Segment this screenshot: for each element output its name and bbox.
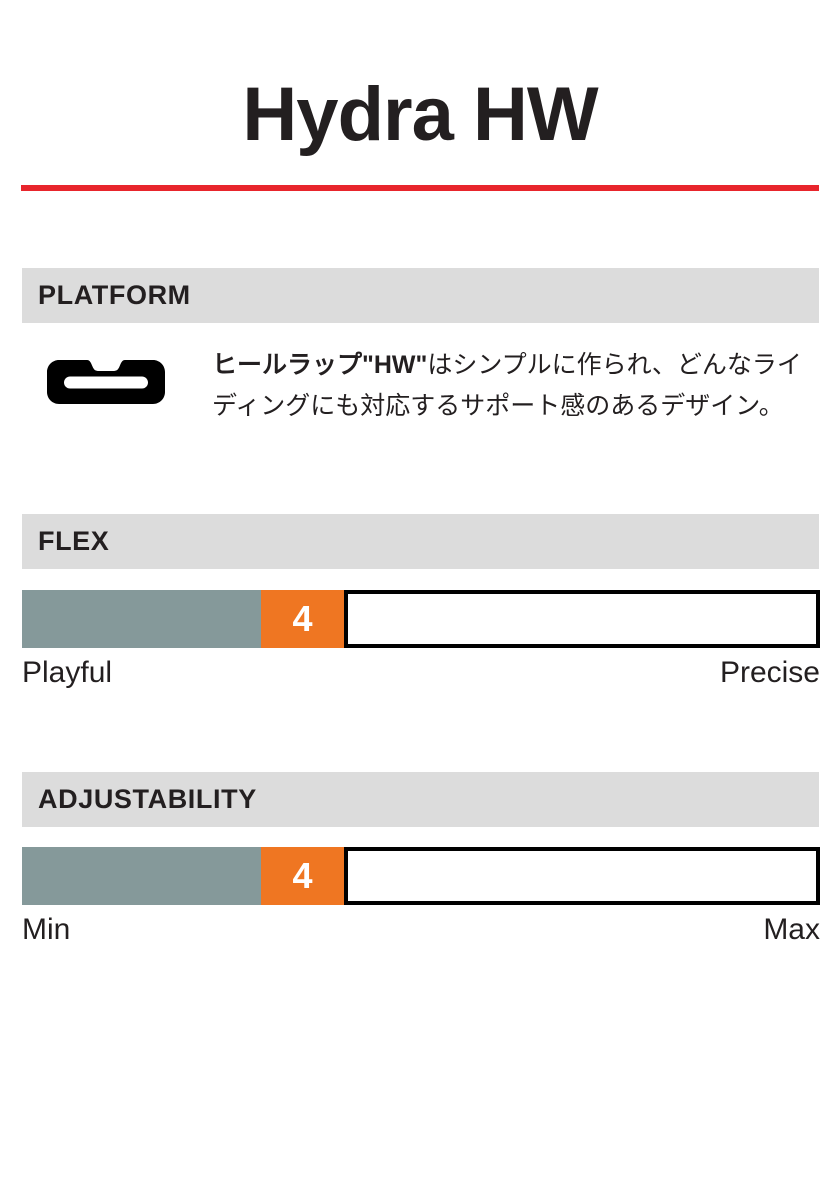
title-underline-rule xyxy=(21,185,819,191)
rating-adjustability-fill xyxy=(22,847,261,905)
rating-adjustability-label-max: Max xyxy=(763,913,820,946)
platform-description-bold: ヒールラップ"HW" xyxy=(212,351,428,379)
rating-adjustability-remainder xyxy=(344,847,820,905)
rating-flex-bar[interactable]: 4 xyxy=(22,590,820,648)
rating-adjustability: 4 Min Max xyxy=(22,847,820,949)
section-header-flex-label: FLEX xyxy=(38,526,110,556)
rating-flex-remainder xyxy=(344,590,820,648)
platform-description: ヒールラップ"HW"はシンプルに作られ、どんなライディングにも対応するサポート感… xyxy=(212,345,820,427)
page-title: Hydra HW xyxy=(242,72,598,157)
platform-description-rest: はシンプルに作られ、どんなライディングにも対応するサポート感のあるデザイン。 xyxy=(212,351,802,420)
rating-adjustability-label-min: Min xyxy=(22,913,71,946)
rating-flex-fill xyxy=(22,590,261,648)
rating-flex: 4 Playful Precise xyxy=(22,590,820,692)
rating-adjustability-value: 4 xyxy=(261,847,344,905)
rating-adjustability-labels: Min Max xyxy=(22,911,820,949)
rating-adjustability-bar[interactable]: 4 xyxy=(22,847,820,905)
rating-flex-label-min: Playful xyxy=(22,656,113,689)
rating-flex-labels: Playful Precise xyxy=(22,654,820,692)
section-header-platform: PLATFORM xyxy=(22,268,819,323)
rating-flex-value: 4 xyxy=(261,590,344,648)
section-header-platform-label: PLATFORM xyxy=(38,280,191,310)
platform-content: ヒールラップ"HW"はシンプルに作られ、どんなライディングにも対応するサポート感… xyxy=(22,345,820,485)
heel-wrap-icon xyxy=(47,360,165,404)
section-header-flex: FLEX xyxy=(22,514,819,569)
rating-flex-label-max: Precise xyxy=(719,656,820,689)
section-header-adjustability: ADJUSTABILITY xyxy=(22,772,819,827)
section-header-adjustability-label: ADJUSTABILITY xyxy=(38,784,257,814)
